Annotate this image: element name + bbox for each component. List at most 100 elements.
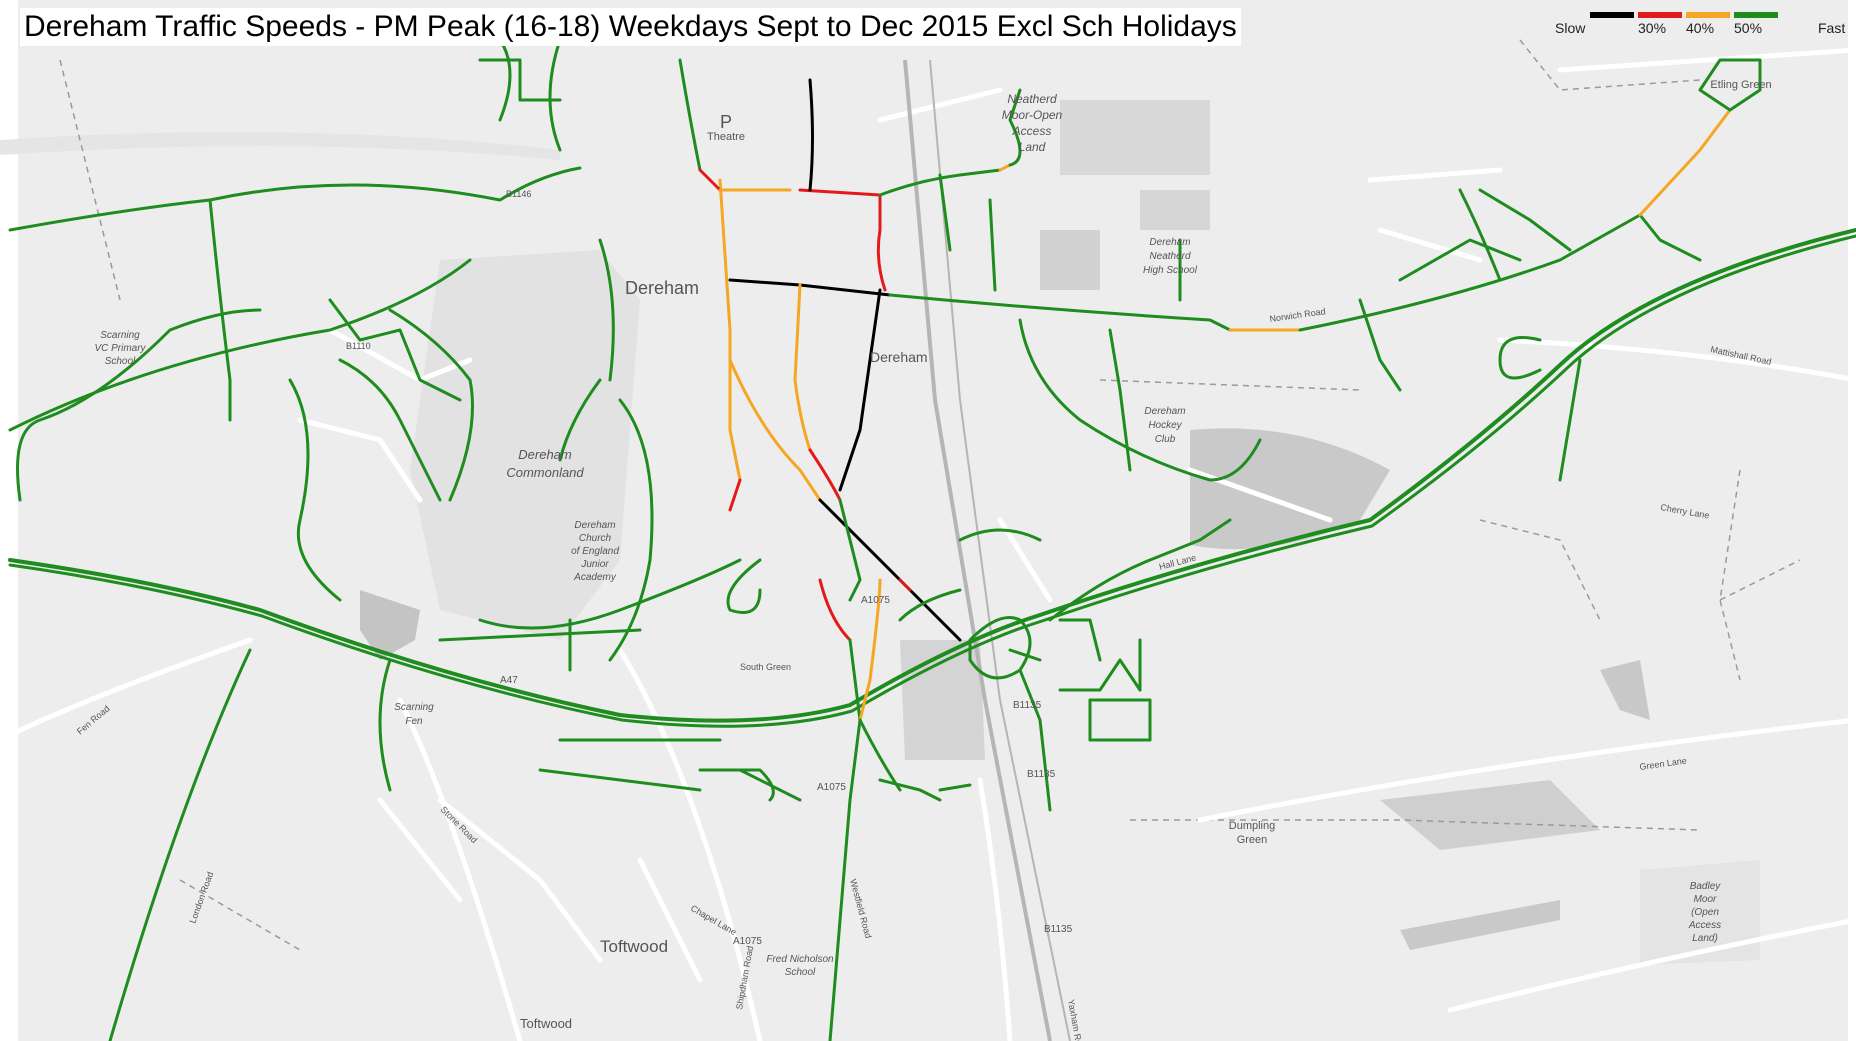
map-label-parking: P xyxy=(720,112,732,132)
road-hyde-close xyxy=(438,628,642,642)
map-label-neatherd-4: Land xyxy=(1019,140,1046,154)
legend-fast-label: Fast xyxy=(1818,20,1846,36)
road-church-street-red xyxy=(798,188,882,197)
road-quebec-road xyxy=(793,283,812,452)
map-label-neatherd-2: Moor-Open xyxy=(1002,108,1063,122)
road-south-green-link xyxy=(478,558,742,630)
road-north-west-2 xyxy=(548,38,562,152)
map-label-etling: Etling Green xyxy=(1710,79,1771,91)
map-label-fred-1: Fred Nicholson xyxy=(766,954,834,965)
road-norwich-road-east xyxy=(1298,213,1642,332)
map-label-church-3: of England xyxy=(571,546,619,557)
map-label-badley-2: Moor xyxy=(1694,894,1717,905)
road-b1110-west xyxy=(8,258,472,432)
minor-streets xyxy=(0,47,1856,1041)
map-title: Dereham Traffic Speeds - PM Peak (16-18)… xyxy=(20,8,1241,46)
footpaths xyxy=(59,39,1801,951)
legend-bar-medium xyxy=(1686,12,1730,18)
map-label-toftwood: Toftwood xyxy=(600,937,668,956)
map-label-b1146: B1146 xyxy=(506,189,531,199)
road-a1075-east xyxy=(898,588,962,622)
map-label-town: Dereham xyxy=(625,278,699,298)
map-label-dumpling-2: Green xyxy=(1237,834,1268,846)
road-theatre-street xyxy=(808,78,814,192)
legend-bar-fast xyxy=(1734,12,1778,18)
road-norwich-jn xyxy=(1638,213,1702,262)
railway xyxy=(903,59,1071,1041)
road-neatherd-moor xyxy=(1008,88,1022,167)
map-label-hockey-1: Dereham xyxy=(1144,406,1185,417)
map-label-dumpling-1: Dumpling xyxy=(1229,820,1275,832)
road-south-link xyxy=(698,768,775,802)
road-neatherd-north xyxy=(878,168,1002,197)
map-label-commonland-1: Dereham xyxy=(518,447,572,462)
road-norwich-road-west xyxy=(888,293,1232,332)
legend-slow-label: Slow xyxy=(1555,20,1586,36)
map-label-a1075c: A1075 xyxy=(733,936,762,947)
road-west-estate xyxy=(288,378,342,602)
road-centre-jn-red xyxy=(698,168,722,192)
road-north-west-3 xyxy=(478,58,562,102)
map-label-church-2: Church xyxy=(579,533,612,544)
road-west-south xyxy=(108,648,252,1041)
map-label-commonland-2: Commonland xyxy=(506,465,584,480)
road-a47-link xyxy=(958,528,1042,542)
map-label-school-2: Neatherd xyxy=(1149,251,1191,262)
road-etling-link-yellow xyxy=(1638,108,1732,217)
road-quebec-south xyxy=(808,448,842,502)
road-a47-roundabout xyxy=(1498,336,1542,380)
map-label-badley-5: Land) xyxy=(1692,933,1718,944)
road-a1075-yellow xyxy=(858,578,882,722)
map-label-church-1: Dereham xyxy=(574,520,615,531)
road-east-centre-red xyxy=(876,193,887,292)
road-centre-west-red-2 xyxy=(728,478,742,512)
road-south-roundabout-link xyxy=(1008,648,1042,662)
road-a47-2 xyxy=(8,234,1856,728)
road-etling-green xyxy=(1698,58,1762,112)
terrain-areas xyxy=(0,100,1760,965)
map-label-scarning-3: School xyxy=(105,356,136,367)
map-background xyxy=(18,0,1848,1041)
road-south-estate-2 xyxy=(538,768,702,792)
road-north-centre-1 xyxy=(678,58,702,172)
legend-threshold-30: 30% xyxy=(1638,20,1667,36)
road-east-estate-3 xyxy=(1478,188,1572,252)
legend-bar-slow xyxy=(1638,12,1682,18)
road-centre-diagonal xyxy=(728,358,822,502)
map-label-scarning-fen-1: Scarning xyxy=(394,702,434,713)
map-label-church-4: Junior xyxy=(580,559,609,570)
legend-threshold-50: 50% xyxy=(1734,20,1763,36)
map-label-scarning-1: Scarning xyxy=(100,330,140,341)
road-south-diag xyxy=(838,498,862,602)
road-east-estate-4 xyxy=(1398,238,1522,282)
road-commonland-3 xyxy=(558,378,602,462)
road-east-estate-2 xyxy=(1458,188,1502,282)
road-north-west-1 xyxy=(498,38,512,122)
road-mattishall-link xyxy=(1558,358,1582,482)
road-south-roundabout xyxy=(968,616,1032,680)
road-west-estate-2 xyxy=(338,358,442,502)
road-b1135-link xyxy=(1058,658,1142,692)
road-east-bypass-black xyxy=(838,288,882,492)
road-neatherd-rd-2 xyxy=(988,198,997,292)
road-b1135-loop xyxy=(1088,698,1152,742)
road-commonland-1 xyxy=(598,238,615,382)
map-label-town2: Dereham xyxy=(870,349,928,365)
map-label-badley-4: Access xyxy=(1688,920,1721,931)
map-label-badley-1: Badley xyxy=(1690,881,1722,892)
road-west-loop xyxy=(16,308,262,502)
map-label-school-1: Dereham xyxy=(1149,237,1190,248)
road-south-loop xyxy=(726,558,762,614)
map-label-b1135a: B1135 xyxy=(1013,700,1042,711)
road-hockey-link xyxy=(1108,328,1132,472)
legend-bar-slowest xyxy=(1590,12,1634,18)
map-label-a47: A47 xyxy=(500,675,518,686)
map-label-church-5: Academy xyxy=(573,572,617,583)
map-label-neatherd-1: Neatherd xyxy=(1007,92,1057,106)
map-label-b1135b: B1135 xyxy=(1027,769,1056,780)
map-label-b1110: B1110 xyxy=(346,341,371,351)
road-a1075-red xyxy=(898,578,912,592)
road-west-estate-3 xyxy=(328,298,462,402)
